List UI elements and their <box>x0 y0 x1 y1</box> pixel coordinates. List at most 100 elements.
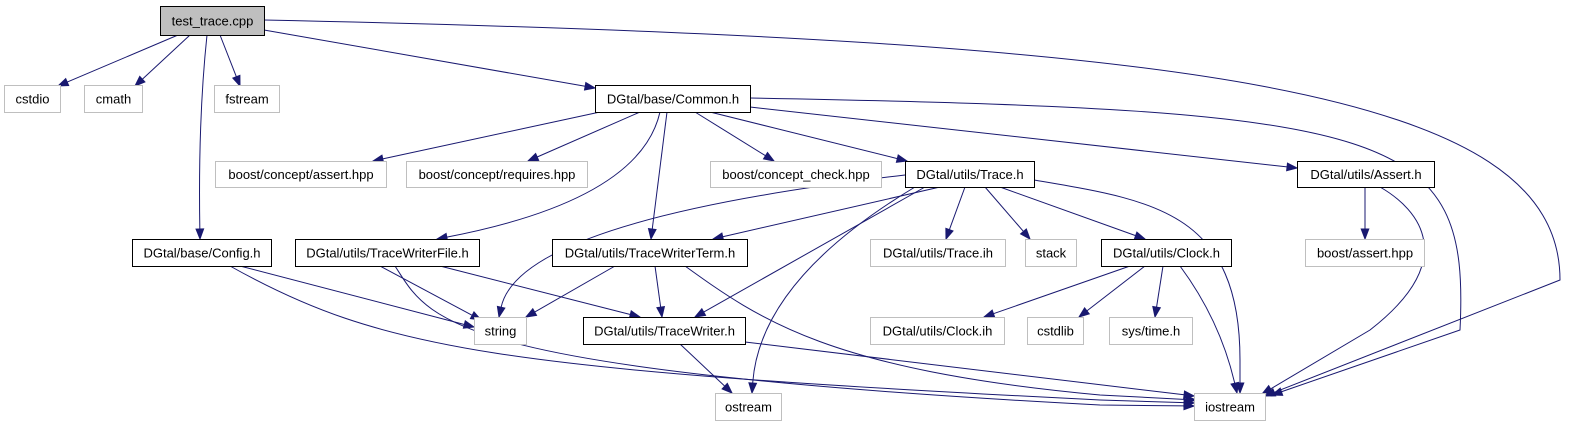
edge-common-to-iostream <box>749 97 1462 396</box>
node-ostream: ostream <box>715 393 782 421</box>
edge-trace_h-to-iostream-line <box>1033 179 1241 383</box>
edge-trace_h-to-clock_h <box>999 186 1147 240</box>
edge-common-to-b_assert <box>371 111 601 164</box>
edge-common-to-assert_h <box>749 106 1299 172</box>
edge-test_trace-to-common-arrowhead <box>583 81 597 91</box>
node-cstdio-label: cstdio <box>16 92 50 107</box>
node-b_requires-label: boost/concept/requires.hpp <box>419 167 576 182</box>
edge-twfile-to-string <box>379 265 483 321</box>
node-config[interactable]: DGtal/base/Config.h <box>132 239 272 267</box>
edge-trace_h-to-ostream <box>748 186 916 395</box>
edge-trace_h-to-tw <box>693 186 926 318</box>
node-string-label: string <box>485 324 517 339</box>
edge-config-to-iostream-line <box>229 265 1185 404</box>
node-string-box <box>474 317 527 345</box>
node-cstdlib-box <box>1027 317 1084 345</box>
edge-assert_h-to-b_assert2-arrowhead <box>1360 228 1370 241</box>
edge-config-to-string-arrowhead <box>462 319 476 329</box>
node-twterm[interactable]: DGtal/utils/TraceWriterTerm.h <box>552 239 748 267</box>
edge-common-to-b_requires-arrowhead <box>526 152 540 162</box>
node-trace_h-label: DGtal/utils/Trace.h <box>916 167 1023 182</box>
edge-common-to-b_requires <box>526 111 641 162</box>
edge-twterm-to-tw <box>654 265 666 319</box>
edge-tw-to-iostream-line <box>744 341 1185 396</box>
edge-trace_h-to-trace_ih-line <box>948 186 966 230</box>
edge-trace_h-to-stack-line <box>984 186 1024 232</box>
node-common[interactable]: DGtal/base/Common.h <box>595 85 751 113</box>
edge-test_trace-to-iostream-line <box>263 19 1561 393</box>
node-b_assert2-label: boost/assert.hpp <box>1317 246 1413 261</box>
edge-clock_h-to-cstdlib-arrowhead <box>1077 306 1091 318</box>
edge-test_trace-to-common-line <box>263 29 586 87</box>
node-cmath-box <box>84 85 143 113</box>
node-systime-label: sys/time.h <box>1122 324 1181 339</box>
node-test_trace[interactable]: test_trace.cpp <box>160 6 265 36</box>
node-trace_h-box <box>905 161 1035 188</box>
node-common-box <box>595 85 751 113</box>
edge-assert_h-to-b_assert2 <box>1360 187 1370 241</box>
edge-twterm-to-string <box>524 265 616 318</box>
edge-test_trace-to-config-line <box>199 34 208 230</box>
edge-test_trace-to-cstdio <box>56 34 179 87</box>
edge-test_trace-to-cmath <box>133 34 191 87</box>
node-fstream: fstream <box>214 85 280 113</box>
edge-common-to-twterm <box>647 111 668 241</box>
edge-test_trace-to-common <box>263 29 597 91</box>
edge-test_trace-to-fstream-arrowhead <box>231 74 241 88</box>
node-cmath: cmath <box>84 85 143 113</box>
edge-common-to-b_check-line <box>694 111 766 157</box>
edge-trace_h-to-tw-arrowhead <box>693 307 707 318</box>
node-assert_h-box <box>1297 161 1435 188</box>
edge-assert_h-to-iostream-line <box>1270 186 1425 390</box>
edge-trace_h-to-trace_ih <box>945 186 966 241</box>
edge-common-to-assert_h-line <box>749 106 1288 168</box>
edge-config-to-string <box>239 265 476 329</box>
node-stack: stack <box>1025 239 1077 267</box>
edge-trace_h-to-ostream-arrowhead <box>748 382 758 395</box>
edge-test_trace-to-config-arrowhead <box>195 228 205 241</box>
node-b_check-box <box>710 161 882 188</box>
edge-twterm-to-string-arrowhead <box>524 307 538 318</box>
node-clock_h-label: DGtal/utils/Clock.h <box>1113 246 1220 261</box>
edge-trace_h-to-clock_h-line <box>999 186 1136 237</box>
node-tw-label: DGtal/utils/TraceWriter.h <box>594 324 735 339</box>
edge-clock_h-to-systime-arrowhead <box>1152 305 1162 319</box>
edge-tw-to-ostream <box>679 343 734 394</box>
node-systime-box <box>1109 317 1193 345</box>
edge-test_trace-to-cmath-arrowhead <box>133 75 146 87</box>
edge-test_trace-to-cstdio-line <box>67 34 179 83</box>
node-stack-label: stack <box>1036 246 1067 261</box>
edge-clock_h-to-cstdlib-line <box>1086 265 1146 312</box>
edge-clock_h-to-clock_ih-arrowhead <box>982 309 996 318</box>
node-iostream: iostream <box>1194 393 1266 421</box>
edge-common-to-trace_h-arrowhead <box>895 154 909 163</box>
node-b_check-label: boost/concept_check.hpp <box>722 167 869 182</box>
edge-clock_h-to-iostream <box>1179 265 1240 395</box>
node-ostream-box <box>715 393 782 421</box>
edge-test_trace-to-fstream-line <box>219 34 237 77</box>
node-twfile[interactable]: DGtal/utils/TraceWriterFile.h <box>295 239 480 267</box>
node-b_requires: boost/concept/requires.hpp <box>406 161 588 188</box>
edge-clock_h-to-cstdlib <box>1077 265 1146 318</box>
node-clock_h[interactable]: DGtal/utils/Clock.h <box>1101 239 1232 267</box>
node-tw[interactable]: DGtal/utils/TraceWriter.h <box>583 317 746 345</box>
edge-common-to-trace_h <box>709 111 909 163</box>
edge-twfile-to-tw <box>439 265 642 319</box>
node-trace_h[interactable]: DGtal/utils/Trace.h <box>905 161 1035 188</box>
edge-clock_h-to-iostream-line <box>1179 265 1236 384</box>
edge-test_trace-to-cmath-line <box>141 34 191 80</box>
node-assert_h-label: DGtal/utils/Assert.h <box>1310 167 1421 182</box>
node-trace_ih-label: DGtal/utils/Trace.ih <box>883 246 993 261</box>
node-config-box <box>132 239 272 267</box>
node-assert_h[interactable]: DGtal/utils/Assert.h <box>1297 161 1435 188</box>
edge-tw-to-ostream-arrowhead <box>721 382 734 394</box>
edge-common-to-twterm-arrowhead <box>647 228 657 241</box>
edge-trace_h-to-clock_h-arrowhead <box>1133 231 1147 240</box>
edge-common-to-b_requires-line <box>536 111 641 158</box>
edge-common-to-assert_h-arrowhead <box>1286 162 1299 172</box>
node-clock_h-box <box>1101 239 1232 267</box>
edge-assert_h-to-iostream <box>1260 186 1425 395</box>
node-cstdlib: cstdlib <box>1027 317 1084 345</box>
edge-clock_h-to-systime <box>1152 265 1164 319</box>
